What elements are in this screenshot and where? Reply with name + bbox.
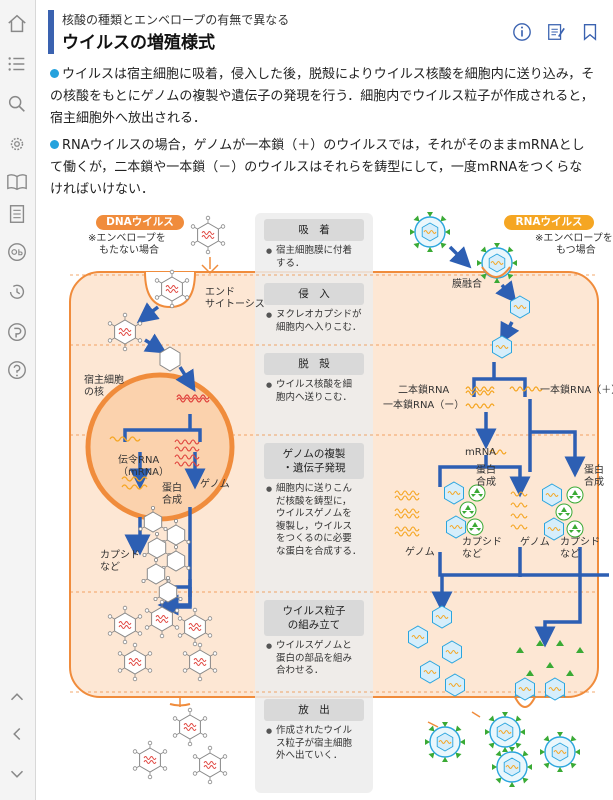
genome-label: ゲノム xyxy=(200,479,230,490)
paragraph-1: ウイルスは宿主細胞に吸着，侵入した後，脱殻によりウイルス核酸を細胞内に送り込み，… xyxy=(50,64,595,130)
mrna-label-1: 伝令RNA xyxy=(118,455,160,466)
stage-title: 侵 入 xyxy=(264,283,364,305)
chevron-down-icon[interactable] xyxy=(5,762,29,786)
rna-protein-synth-1a: 蛋白 xyxy=(476,465,496,476)
capsid-label-1: カプシド xyxy=(100,550,140,561)
rna-capsid-1a: カプシド xyxy=(462,537,502,548)
protein-synth-label-1: 蛋白 xyxy=(162,483,182,494)
audio-icon[interactable] xyxy=(5,320,29,344)
settings-gear-icon[interactable] xyxy=(5,132,29,156)
sidebar xyxy=(0,0,36,800)
document-icon[interactable] xyxy=(5,202,29,226)
endocytosis-label-1: エンド xyxy=(205,287,235,298)
paragraph-2: RNAウイルスの場合，ゲノムが一本鎖（＋）のウイルスでは，それがそのままmRNA… xyxy=(50,135,595,201)
info-icon[interactable] xyxy=(512,22,532,42)
memo-icon[interactable] xyxy=(546,22,566,42)
rna-note-1: ※エンベロープを xyxy=(535,233,613,244)
dna-note-1: ※エンベロープを xyxy=(88,233,166,244)
stage-title: 吸 着 xyxy=(264,219,364,241)
bullet-dot xyxy=(50,69,59,78)
chevron-up-icon[interactable] xyxy=(5,685,29,709)
header-accent-bar xyxy=(48,10,54,54)
nucleus-label-2: の核 xyxy=(84,387,104,398)
paragraph-2-text: RNAウイルスの場合，ゲノムが一本鎖（＋）のウイルスでは，それがそのままmRNA… xyxy=(50,138,585,197)
stage-title: 脱 殻 xyxy=(264,353,364,375)
capsid-label-2: など xyxy=(100,562,120,573)
mrna-rna-label: mRNA xyxy=(465,447,497,458)
search-icon[interactable] xyxy=(5,92,29,116)
stage-title: ゲノムの複製・遺伝子発現 xyxy=(264,443,364,479)
list-icon[interactable] xyxy=(5,52,29,76)
host-nucleus xyxy=(85,372,235,522)
mrna-label-2: （mRNA） xyxy=(118,467,170,478)
membrane-fusion-label: 膜融合 xyxy=(452,279,482,290)
rna-capsid-1b: など xyxy=(462,549,482,560)
page-title: ウイルスの増殖様式 xyxy=(62,33,215,53)
main-content: 核酸の種類とエンベロープの有無で異なる ウイルスの増殖様式 ウイルスは宿主細胞に… xyxy=(36,0,613,800)
rna-note-2: もつ場合 xyxy=(556,245,596,256)
endocytosis-label-2: サイトーシス xyxy=(205,299,265,310)
stage-desc: 細胞内に送りこんだ核酸を鋳型に，ウイルスゲノムを複製し，ウイルスをつくるのに必要… xyxy=(264,479,364,558)
rna-protein-synth-1b: 合成 xyxy=(476,477,496,488)
home-icon[interactable] xyxy=(5,12,29,36)
rna-virus-badge: RNAウイルス xyxy=(504,215,594,230)
help-icon[interactable] xyxy=(5,358,29,382)
rna-capsid-2b: など xyxy=(560,549,580,560)
protein-synth-label-2: 合成 xyxy=(162,495,182,506)
page-subtitle: 核酸の種類とエンベロープの有無で異なる xyxy=(62,13,290,27)
rna-capsid-2a: カプシド xyxy=(560,537,600,548)
book-icon[interactable] xyxy=(5,170,29,194)
stage-title: ウイルス粒子の組み立て xyxy=(264,600,364,636)
dna-note-2: もたない場合 xyxy=(99,245,159,256)
ds-rna-label: 二本鎖RNA xyxy=(398,385,450,396)
rna-genome-label-2: ゲノム xyxy=(520,537,550,548)
page-header: 核酸の種類とエンベロープの有無で異なる ウイルスの増殖様式 xyxy=(48,8,600,54)
bullet-dot xyxy=(50,140,59,149)
paragraph-1-text: ウイルスは宿主細胞に吸着，侵入した後，脱殻によりウイルス核酸を細胞内に送り込み，… xyxy=(50,67,595,126)
rna-protein-synth-2a: 蛋白 xyxy=(584,465,604,476)
nucleus-label-1: 宿主細胞 xyxy=(84,375,124,386)
rna-genome-label-1: ゲノム xyxy=(405,547,435,558)
history-icon[interactable] xyxy=(5,280,29,304)
stage-replication-expression: ゲノムの複製・遺伝子発現 細胞内に送りこんだ核酸を鋳型に，ウイルスゲノムを複製し… xyxy=(264,443,364,558)
ss-minus-rna-label: 一本鎖RNA（ー） xyxy=(383,400,465,411)
ss-plus-rna-label: 一本鎖RNA（＋） xyxy=(540,385,613,396)
chevron-left-icon[interactable] xyxy=(5,722,29,746)
quiz-icon[interactable] xyxy=(5,240,29,264)
stage-title: 放 出 xyxy=(264,699,364,721)
virus-replication-diagram: DNAウイルス ※エンベロープを もたない場合 RNAウイルス ※エンベロープを… xyxy=(50,207,613,797)
dna-virus-badge: DNAウイルス xyxy=(96,215,184,230)
bookmark-icon[interactable] xyxy=(580,22,600,42)
rna-protein-synth-2b: 合成 xyxy=(584,477,604,488)
